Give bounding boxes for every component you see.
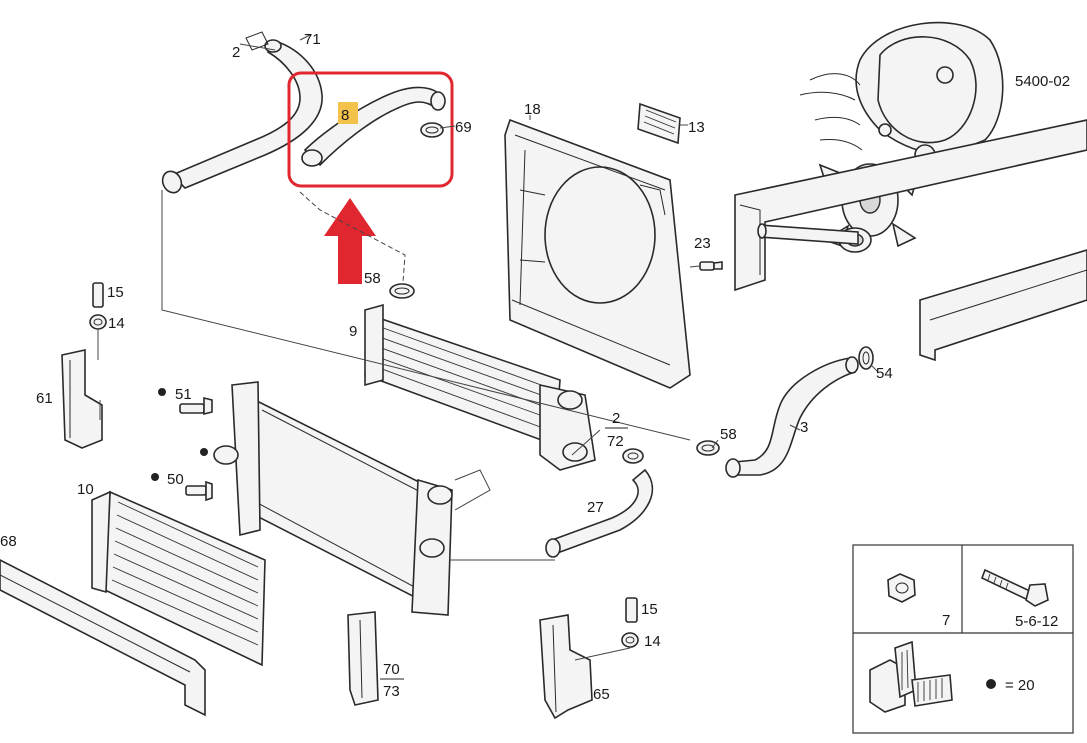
hose-8-highlighted: [301, 86, 446, 167]
bracket-61: [61, 349, 103, 449]
callout-14-left: 14: [108, 315, 125, 332]
bolt-23: [689, 261, 723, 271]
sensor-50: [151, 448, 213, 502]
callout-15-left: 15: [107, 284, 124, 301]
legend-box: 7 5-6-12 = 20: [852, 544, 1074, 734]
hose-27: [545, 468, 654, 558]
clamp-58-top: [389, 283, 415, 299]
callout-18: 18: [524, 101, 541, 118]
callout-71: 71: [304, 31, 321, 48]
legend-bolt-ref: 5-6-12: [1015, 613, 1058, 630]
callout-15-right: 15: [641, 601, 658, 618]
legend-dot-equals: = 20: [1005, 677, 1035, 694]
callout-58-top: 58: [364, 270, 381, 287]
callout-51: 51: [175, 386, 192, 403]
clamp-54: [858, 346, 874, 370]
callout-68: 68: [0, 533, 17, 550]
radiator-main: [213, 381, 453, 616]
callout-8: 8: [341, 107, 349, 124]
callout-9: 9: [349, 323, 357, 340]
grommet-14-left: [89, 314, 107, 330]
legend-nut-ref: 7: [942, 612, 950, 629]
callout-61: 61: [36, 390, 53, 407]
callout-72: 72: [607, 433, 624, 450]
callout-10: 10: [77, 481, 94, 498]
callout-54: 54: [876, 365, 893, 382]
highlight-box: [287, 71, 454, 188]
callout-14-right: 14: [644, 633, 661, 650]
callout-27: 27: [587, 499, 604, 516]
engine-fan-assembly: [734, 21, 1087, 362]
sensor-51: [158, 388, 213, 416]
dot-marker-icon: [986, 679, 996, 689]
callout-2-mid: 2: [612, 410, 620, 427]
hose-3: [725, 356, 859, 478]
clamp-58-mid: [696, 440, 720, 456]
fan-shroud-18: [504, 118, 691, 389]
callout-2-top: 2: [232, 44, 240, 61]
callout-13: 13: [688, 119, 705, 136]
callout-70: 70: [383, 661, 400, 678]
callout-50: 50: [167, 471, 184, 488]
sensor-15-left: [92, 282, 104, 308]
bracket-70-73: [347, 611, 379, 706]
callout-58-mid: 58: [720, 426, 737, 443]
callout-65: 65: [593, 686, 610, 703]
bolt-icon: [980, 568, 1049, 607]
clamp-2-72: [622, 448, 644, 464]
seal-strip-13: [637, 102, 681, 145]
callout-69: 69: [455, 119, 472, 136]
nut-icon: [887, 573, 916, 603]
bracket-68: [0, 559, 206, 717]
bracket-65: [539, 614, 593, 720]
callout-73: 73: [383, 683, 400, 700]
callouts: 5400-02 2 71 8 69 18 13 23 58 15 14 9 61…: [0, 31, 1070, 703]
sensor-15-right: [625, 597, 638, 623]
hose-71: [161, 31, 323, 194]
condenser-10: [91, 490, 266, 667]
grommet-14-right: [621, 632, 639, 648]
assembly-kit-icon: [869, 640, 953, 713]
callout-3: 3: [800, 419, 808, 436]
highlight-arrow-icon: [324, 198, 376, 284]
callout-23: 23: [694, 235, 711, 252]
reference-code: 5400-02: [1015, 73, 1070, 90]
